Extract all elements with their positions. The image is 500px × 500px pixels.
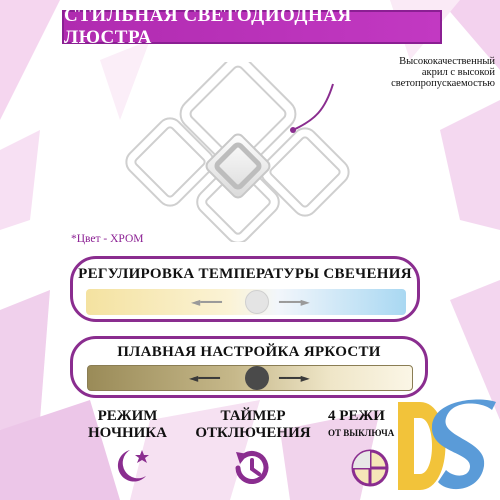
moon-star-icon — [117, 450, 149, 482]
arrow-right-icon: ━━━► — [279, 295, 310, 309]
chandelier-image — [125, 62, 350, 242]
feature-timer: ТАЙМЕР ОТКЛЮЧЕНИЯ — [188, 408, 318, 442]
brightness-panel: ПЛАВНАЯ НАСТРОЙКА ЯРКОСТИ ◄━━━ ━━━► — [70, 336, 428, 398]
feature-line2: НОЧНИКА — [87, 425, 167, 441]
feature-line1: РЕЖИМ — [97, 408, 158, 424]
callout-line: Высококачественный — [399, 56, 495, 67]
timer-icon — [235, 451, 269, 484]
banner-title: СТИЛЬНАЯ СВЕТОДИОДНАЯ ЛЮСТРА — [64, 5, 352, 48]
color-note: *Цвет - ХРОМ — [71, 233, 144, 245]
feature-four-modes: 4 РЕЖИ ОТ ВЫКЛЮЧА — [328, 408, 408, 442]
temperature-title: РЕГУЛИРОВКА ТЕМПЕРАТУРЫ СВЕЧЕНИЯ — [78, 266, 412, 282]
arrow-left-icon: ◄━━━ — [189, 371, 220, 385]
quarter-circle-icon — [351, 449, 389, 487]
brightness-title: ПЛАВНАЯ НАСТРОЙКА ЯРКОСТИ — [117, 344, 381, 360]
brightness-slider-knob[interactable] — [245, 366, 269, 390]
temperature-panel: РЕГУЛИРОВКА ТЕМПЕРАТУРЫ СВЕЧЕНИЯ ◄━━━ ━━… — [70, 256, 420, 322]
feature-line1: 4 РЕЖИ — [328, 408, 385, 424]
ds-logo — [398, 399, 496, 490]
callout-line: светопропускаемостью — [391, 78, 495, 89]
feature-line1: ТАЙМЕР — [220, 408, 286, 424]
title-banner: СТИЛЬНАЯ СВЕТОДИОДНАЯ ЛЮСТРА — [62, 5, 442, 48]
feature-line2: ОТ ВЫКЛЮЧА — [328, 428, 395, 438]
arrow-right-icon: ━━━► — [279, 371, 310, 385]
callout-pointer — [290, 83, 334, 133]
temperature-slider-knob[interactable] — [245, 290, 269, 314]
material-callout: Высококачественный акрил с высокой свето… — [305, 56, 495, 89]
feature-line2: ОТКЛЮЧЕНИЯ — [195, 425, 311, 441]
callout-line: акрил с высокой — [421, 67, 495, 78]
feature-night-mode: РЕЖИМ НОЧНИКА — [80, 408, 175, 442]
arrow-left-icon: ◄━━━ — [191, 295, 222, 309]
